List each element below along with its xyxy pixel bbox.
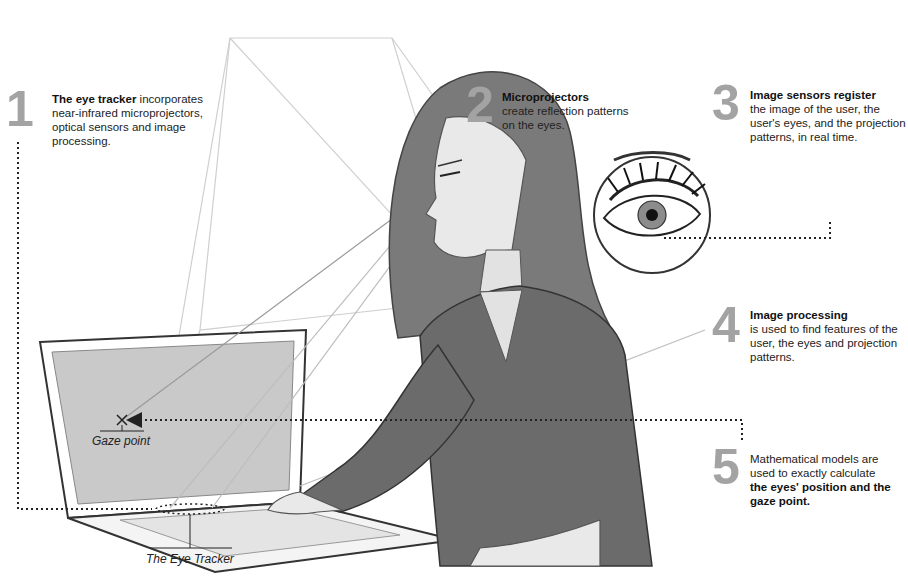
callout-number: 4 <box>712 300 740 350</box>
eyelash <box>656 162 658 179</box>
gaze-bracket <box>100 425 144 431</box>
callout-text: Microprojectorscreate reflection pattern… <box>502 90 642 132</box>
arm <box>300 345 474 512</box>
laptop-keyboard <box>120 508 400 556</box>
eyelash <box>608 178 618 192</box>
eyelash <box>624 168 630 184</box>
part-label: Gaze point <box>92 434 150 448</box>
callout-number: 1 <box>6 84 34 134</box>
gaze-cross <box>117 415 127 425</box>
eyelash <box>640 163 643 180</box>
callout-number: 3 <box>712 78 740 128</box>
eyelash <box>669 165 676 181</box>
part-label: The Eye Tracker <box>146 552 234 566</box>
eyelashes <box>608 162 705 194</box>
pupil <box>646 209 658 221</box>
callout-number: 5 <box>712 442 740 492</box>
callout-heading: Microprojectors <box>502 90 642 104</box>
eye-outline <box>604 196 700 236</box>
v-neck <box>480 290 522 362</box>
leader-line <box>18 142 152 509</box>
closeup-eyebrow <box>614 153 690 161</box>
eyelash <box>682 172 693 186</box>
callout-text: The eye tracker incorporates near-infrar… <box>52 92 220 148</box>
leader-line <box>134 420 742 440</box>
laptop-base <box>68 502 455 572</box>
callout-heading: Image processing <box>750 308 900 322</box>
eyelash <box>692 184 705 194</box>
iris <box>638 201 666 229</box>
tracker-bracket <box>150 514 232 548</box>
eye-closeup <box>594 153 710 274</box>
callout-body: Mathematical models are used to exactly … <box>750 452 900 480</box>
face <box>426 117 526 258</box>
hand <box>268 492 342 514</box>
callout-text: Image sensors registerthe image of the u… <box>750 88 906 144</box>
callout-heading: The eye tracker <box>52 93 136 105</box>
callout-text: Mathematical models are used to exactly … <box>750 452 900 508</box>
callout-number: 2 <box>466 80 494 130</box>
leader-line <box>664 222 830 238</box>
laptop-lid <box>40 330 306 518</box>
other-hand <box>470 520 600 566</box>
callout-body: the image of the user, the user's eyes, … <box>750 103 906 143</box>
callout-body: is used to find features of the user, th… <box>750 323 898 363</box>
closeup-circle <box>594 157 710 273</box>
callout-body: create reflection patterns on the eyes. <box>502 105 629 131</box>
user-figure <box>268 72 652 566</box>
laptop-screen <box>52 341 294 504</box>
eyebrow <box>438 160 462 166</box>
leader-lines <box>18 142 830 509</box>
eye <box>440 172 460 176</box>
callout-heading: Image sensors register <box>750 88 906 102</box>
callout-heading: the eyes' position and the gaze point. <box>750 480 900 508</box>
callout-text: Image processingis used to find features… <box>750 308 900 364</box>
